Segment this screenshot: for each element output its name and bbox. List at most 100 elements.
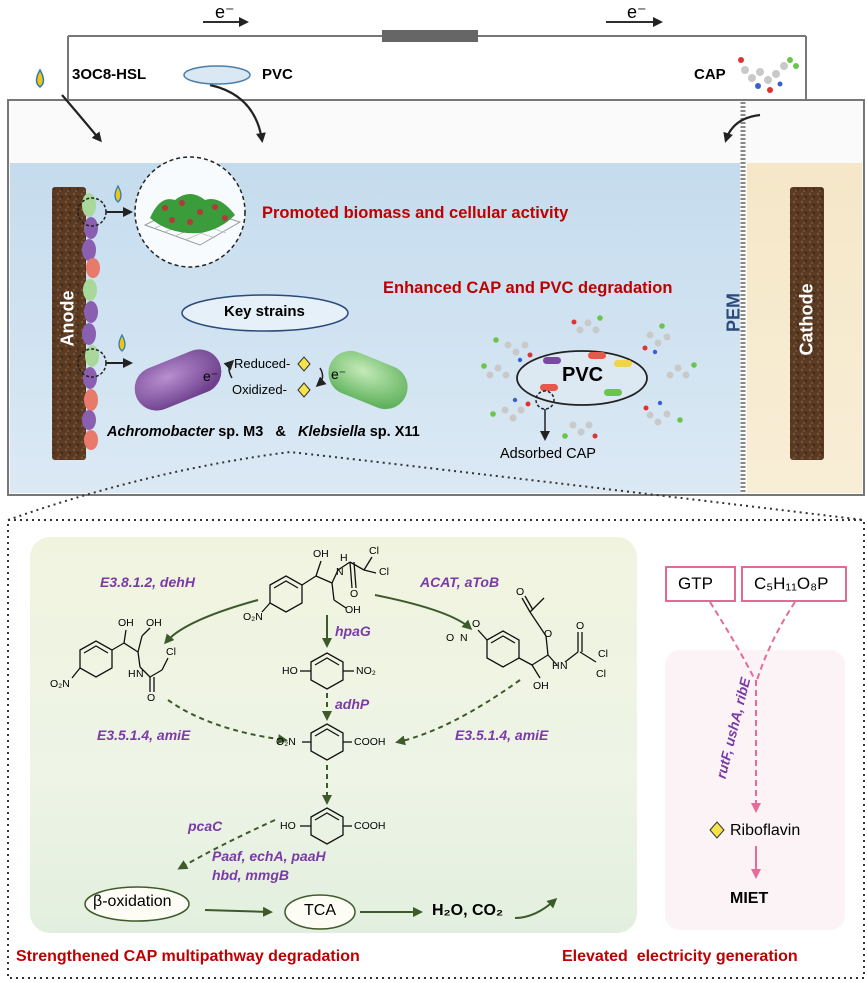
reactor: [7, 99, 865, 496]
gtp-label: GTP: [678, 574, 713, 593]
enzyme-adhp: adhP: [335, 696, 370, 712]
klebsiella-genus: Klebsiella: [298, 424, 366, 440]
hydroxybenzoic-ring: [310, 807, 344, 845]
nitrophenol-no2: NO₂: [356, 665, 376, 677]
enzyme-amie-right: E3.5.1.4, amiE: [455, 727, 549, 743]
nitrobenzoic-o2n: O₂N: [276, 736, 296, 748]
nitrophenol-ho: HO: [282, 665, 298, 677]
right-oh: OH: [533, 680, 549, 692]
degradation-text: Enhanced CAP and PVC degradation: [383, 279, 673, 297]
beta-oxidation-oval: [84, 886, 190, 922]
c5h11o8p-box: [741, 566, 847, 602]
riboflavin-reduced-icon: [297, 356, 311, 372]
pvc-particle-label: PVC: [562, 364, 604, 386]
cap-oh-top: OH: [313, 548, 329, 560]
redox-cycle: [223, 356, 327, 398]
electron-right-strain: e⁻: [331, 366, 347, 382]
hydroxybenzoic-ho: HO: [280, 820, 296, 832]
cap-cl-1: Cl: [369, 545, 379, 557]
cap-o2n: O₂N: [243, 611, 263, 623]
cap-o: O: [350, 588, 359, 600]
enzyme-hpag: hpaG: [335, 623, 371, 639]
cap-n: N: [336, 566, 344, 578]
external-circuit: [67, 17, 807, 200]
pvc-label: PVC: [262, 66, 293, 83]
key-strains-oval: [181, 294, 349, 332]
right-o-ester: O: [544, 628, 553, 640]
hsl-droplet-small-icon: [114, 184, 122, 203]
right-n: N: [560, 660, 568, 672]
adsorbed-cap-marker: [535, 390, 555, 410]
electron-label-left: e⁻: [215, 2, 235, 22]
riboflavin-label: Riboflavin: [730, 822, 801, 839]
cap-oh-bottom: OH: [345, 604, 361, 616]
right-o-top: O: [516, 586, 525, 598]
miet-label: MIET: [730, 890, 769, 907]
electron-left-strain: e⁻: [203, 368, 219, 384]
c5h11o8p-label: C₅H₁₁O₈P: [754, 574, 829, 593]
nitrobenzoic-cooh: COOH: [354, 736, 386, 748]
cap-molecule-icon: [738, 57, 799, 93]
zoom-connector: [7, 450, 865, 521]
adsorbed-cap-label: Adsorbed CAP: [500, 446, 596, 462]
left-hn: H: [128, 668, 136, 680]
key-strains-label: Key strains: [224, 303, 305, 320]
lower-panel-frame: [7, 519, 865, 979]
klebsiella-rest: sp. X11: [365, 424, 420, 440]
right-n-nitro: N: [460, 632, 468, 644]
chem-structures: [71, 556, 597, 845]
klebsiella-cell-icon: [328, 350, 408, 410]
pathway-panel: [30, 537, 637, 933]
right-cl-1: Cl: [598, 648, 608, 660]
products-label: H₂O, CO₂: [432, 902, 504, 919]
enzyme-acat: ACAT, aToB: [420, 574, 500, 590]
enzyme-amie-left: E3.5.1.4, amiE: [97, 727, 191, 743]
gtp-box: [665, 566, 736, 602]
anode-biofilm: [82, 193, 100, 450]
riboflavin-icon: [709, 821, 725, 839]
pathway-arrows: [164, 594, 558, 919]
enzyme-hbd: hbd, mmgB: [212, 867, 289, 883]
pathway-caption: Strengthened CAP multipathway degradatio…: [16, 948, 360, 965]
tca-oval: [284, 894, 356, 930]
input-arrows: [61, 83, 761, 143]
strain-names: Achromobacter sp. M3 & Klebsiella sp. X1…: [107, 424, 420, 440]
right-o-nitro: O: [472, 618, 481, 630]
achromobacter-cell-icon: [134, 349, 222, 411]
left-o: O: [147, 692, 156, 704]
hsl-label: 3OC8-HSL: [72, 66, 147, 83]
pvc-cap-cluster: [481, 315, 697, 441]
right-h: H: [552, 660, 560, 672]
hydroxybenzoic-cooh: COOH: [354, 820, 386, 832]
oxidized-label: Oxidized-: [232, 382, 287, 397]
nitrophenol-ring: [310, 652, 344, 690]
left-oh-2: OH: [146, 617, 162, 629]
nitrobenzoic-ring: [310, 723, 344, 761]
biomass-text: Promoted biomass and cellular activity: [262, 204, 569, 222]
electricity-caption: Elevated electricity generation: [562, 948, 798, 965]
riboflavin-oxidized-icon: [297, 382, 311, 398]
right-cl-2: Cl: [596, 668, 606, 680]
ampersand: &: [275, 424, 286, 440]
cap-cl-2: Cl: [379, 566, 389, 578]
pvc-film-icon: [183, 65, 251, 85]
hsl-droplet-strain-icon: [118, 333, 126, 352]
left-oh-1: OH: [118, 617, 134, 629]
enzyme-paaf: Paaf, echA, paaH: [212, 848, 326, 864]
left-o2n: O₂N: [50, 678, 70, 690]
tca-label: TCA: [304, 902, 336, 919]
anode-label: Anode: [57, 290, 78, 347]
pem-label: PEM: [723, 293, 744, 333]
anode-chamber: [10, 163, 740, 493]
cap-label: CAP: [694, 66, 726, 83]
anode-electrode: [52, 187, 86, 460]
reduced-label: Reduced-: [234, 356, 291, 371]
cap-h: H: [340, 552, 348, 564]
cathode-electrode: [790, 187, 824, 460]
enzyme-pcac: pcaC: [188, 818, 223, 834]
hsl-droplet-icon: [35, 68, 45, 88]
resistor: [382, 30, 478, 42]
cathode-label: Cathode: [796, 283, 817, 356]
left-n: N: [136, 668, 144, 680]
right-o-amide: O: [576, 620, 585, 632]
